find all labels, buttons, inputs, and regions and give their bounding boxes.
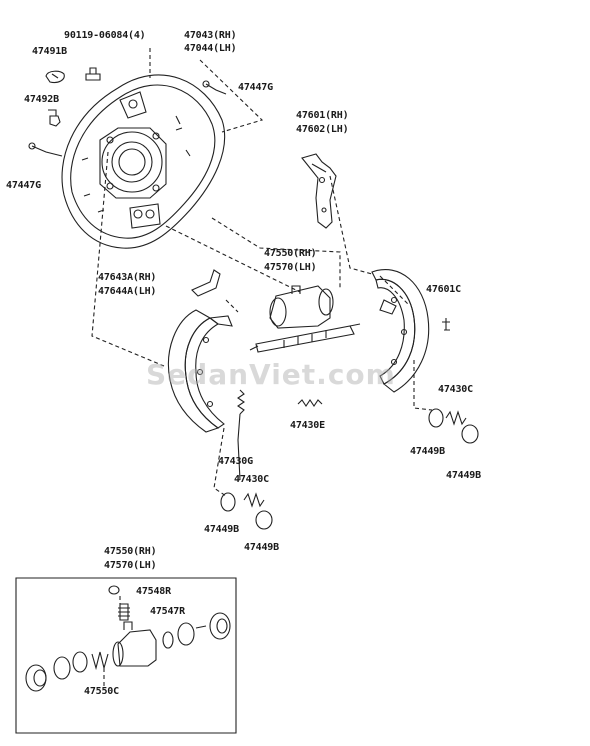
label-47044: 47044(LH) bbox=[184, 43, 237, 54]
brake-shoe-right bbox=[372, 270, 429, 392]
label-47447G-left: 47447G bbox=[6, 180, 41, 191]
hold-down-cup-left-1 bbox=[221, 493, 235, 511]
backing-plate bbox=[62, 75, 225, 248]
label-47550-box: 47550(RH) bbox=[104, 546, 157, 557]
label-47601: 47601(RH) bbox=[296, 110, 349, 121]
bleeder-screw-47547R bbox=[118, 604, 130, 620]
label-47491B: 47491B bbox=[32, 46, 67, 57]
hold-down-cup-right-2 bbox=[462, 425, 478, 443]
label-47430G: 47430G bbox=[218, 456, 253, 467]
parking-brake-lever bbox=[302, 154, 336, 228]
label-47449B-left-2: 47449B bbox=[244, 542, 279, 553]
label-90119-06084: 90119-06084(4) bbox=[64, 30, 146, 41]
label-47643A: 47643A(RH) bbox=[98, 272, 157, 283]
wheel-cylinder bbox=[270, 286, 333, 328]
label-47430E: 47430E bbox=[290, 420, 325, 431]
clip-47491B bbox=[46, 71, 64, 82]
label-47570-box: 47570(LH) bbox=[104, 560, 157, 571]
inset-leaders bbox=[104, 596, 120, 688]
grommet-47447G-left bbox=[29, 143, 62, 156]
label-47449B-left-1: 47449B bbox=[204, 524, 239, 535]
label-47547R: 47547R bbox=[150, 606, 185, 617]
spring-47430E bbox=[298, 400, 322, 406]
label-47430C-right: 47430C bbox=[438, 384, 473, 395]
label-47550C: 47550C bbox=[84, 686, 119, 697]
label-47447G-top: 47447G bbox=[238, 82, 273, 93]
label-47548R: 47548R bbox=[136, 586, 171, 597]
pin-47601C bbox=[442, 318, 450, 330]
cylinder-kit-left bbox=[26, 652, 108, 691]
hold-down-spring-right bbox=[446, 412, 466, 424]
bolt-90119 bbox=[86, 68, 100, 80]
label-47644A: 47644A(LH) bbox=[98, 286, 157, 297]
label-47601C: 47601C bbox=[426, 284, 461, 295]
adjuster-strut bbox=[250, 324, 360, 352]
hold-down-cup-left-2 bbox=[256, 511, 272, 529]
hold-down-cup-right-1 bbox=[429, 409, 443, 427]
label-47602: 47602(LH) bbox=[296, 124, 349, 135]
label-47449B-right-1: 47449B bbox=[410, 446, 445, 457]
spring-47430G bbox=[238, 390, 244, 480]
bleeder-cap-47548R bbox=[109, 586, 119, 594]
label-47570-mid: 47570(LH) bbox=[264, 262, 317, 273]
leader-lines bbox=[92, 48, 432, 496]
wheel-cylinder-body bbox=[113, 622, 156, 666]
label-47550-mid: 47550(RH) bbox=[264, 248, 317, 259]
hold-down-spring-left bbox=[244, 494, 264, 506]
label-47492B: 47492B bbox=[24, 94, 59, 105]
retainer-bracket-47643A bbox=[192, 270, 220, 296]
plug-47492B bbox=[48, 110, 60, 126]
label-47430C-left: 47430C bbox=[234, 474, 269, 485]
label-47043: 47043(RH) bbox=[184, 30, 237, 41]
label-47449B-right-2: 47449B bbox=[446, 470, 481, 481]
inset-box bbox=[16, 578, 236, 733]
grommet-47447G-top bbox=[203, 81, 226, 94]
watermark: SedanViet.com bbox=[146, 358, 396, 391]
brake-shoe-left bbox=[168, 310, 232, 432]
cylinder-kit-right bbox=[163, 613, 230, 648]
